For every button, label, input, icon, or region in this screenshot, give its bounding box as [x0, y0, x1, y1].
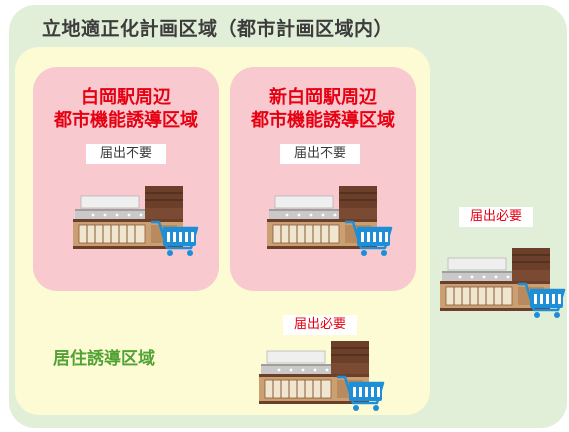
supermarket-icon	[73, 182, 203, 257]
residential-zone-label: 居住誘導区域	[53, 349, 155, 369]
planning-area-title: 立地適正化計画区域（都市計画区域内）	[42, 18, 394, 40]
outside-note-required: 届出必要	[459, 207, 533, 227]
urban-zone-shin-shiraoka: 新白岡駅周辺 都市機能誘導区域	[230, 67, 416, 291]
urban-zone-title-line1: 白岡駅周辺	[81, 87, 171, 108]
urban-zone-note: 届出不要	[280, 144, 360, 164]
urban-zone-note: 届出不要	[86, 144, 166, 164]
supermarket-icon	[259, 337, 389, 412]
supermarket-icon	[267, 182, 397, 257]
urban-zone-shiraoka: 白岡駅周辺 都市機能誘導区域	[33, 67, 219, 291]
urban-zone-title-line2: 都市機能誘導区域	[54, 110, 198, 131]
residential-note-required: 届出必要	[283, 315, 357, 335]
supermarket-icon	[440, 244, 569, 319]
urban-zone-title-line2: 都市機能誘導区域	[251, 110, 395, 131]
urban-zone-title-line1: 新白岡駅周辺	[269, 87, 377, 108]
